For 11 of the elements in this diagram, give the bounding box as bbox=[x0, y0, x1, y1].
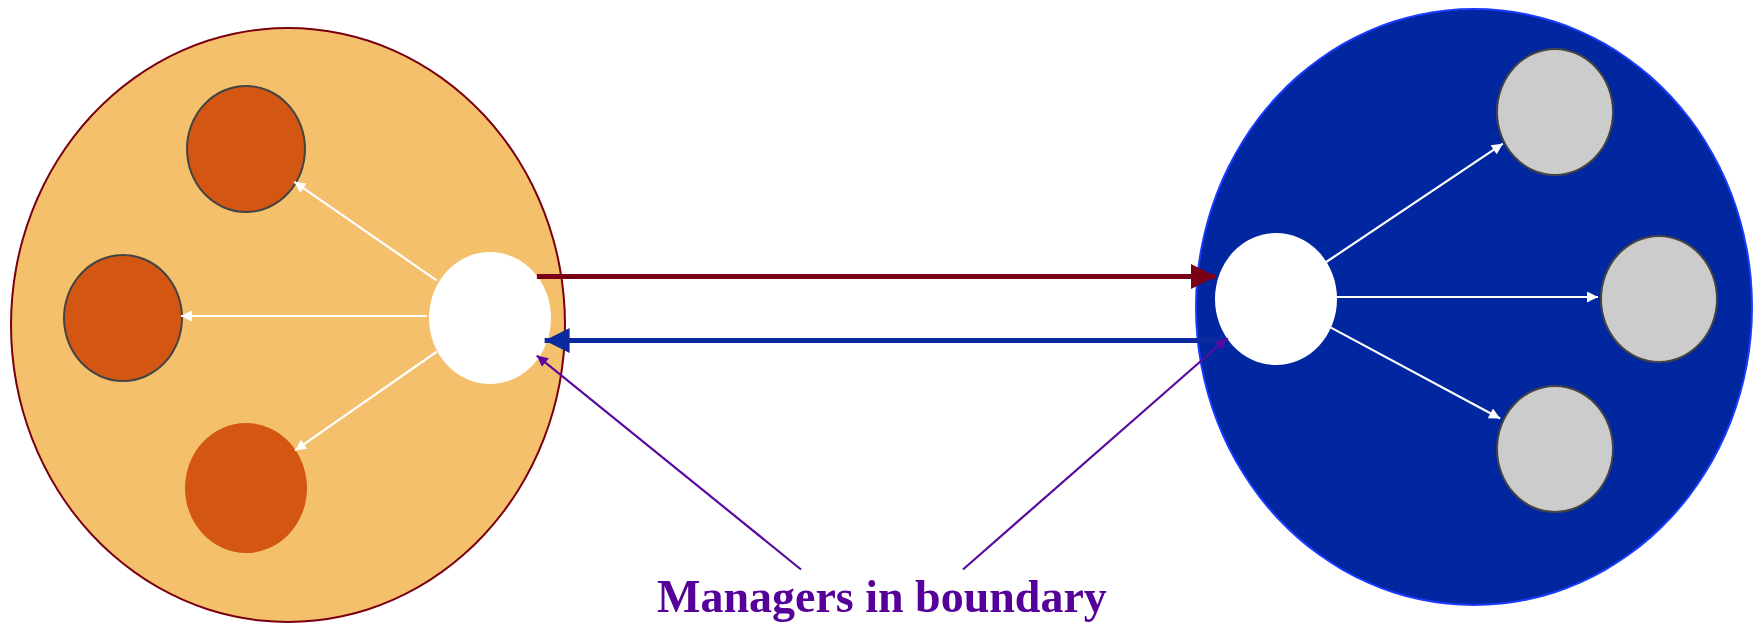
leader-line bbox=[962, 337, 1228, 571]
arrow bbox=[181, 310, 427, 322]
arrow bbox=[1328, 325, 1501, 420]
leader-line bbox=[536, 354, 802, 571]
boundary-label: Managers in boundary bbox=[657, 569, 1107, 623]
arrow bbox=[294, 350, 438, 452]
arrow bbox=[1325, 142, 1504, 264]
arrow bbox=[544, 328, 1229, 353]
arrow bbox=[536, 264, 1216, 289]
arrow bbox=[293, 180, 438, 282]
arrow bbox=[1335, 291, 1598, 303]
